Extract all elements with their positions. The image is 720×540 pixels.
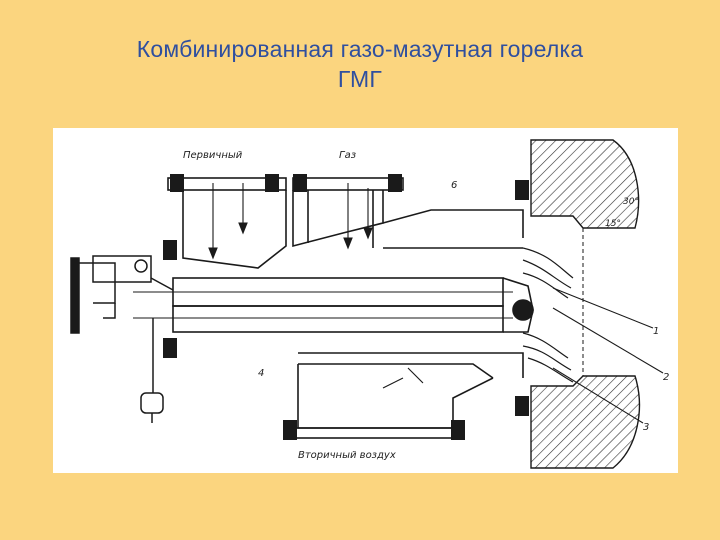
flange-bolts bbox=[163, 174, 529, 440]
label-primary: Первичный bbox=[183, 150, 243, 161]
label-angle-15: 15° bbox=[605, 219, 621, 229]
callout-4: 4 bbox=[258, 368, 264, 379]
slide-title: Комбинированная газо-мазутная горелка ГМ… bbox=[0, 34, 720, 94]
callout-2: 2 bbox=[663, 372, 669, 383]
secondary-air-register bbox=[287, 209, 524, 439]
slide-title-line1: Комбинированная газо-мазутная горелка bbox=[136, 36, 584, 62]
label-angle-30: 30° bbox=[623, 197, 639, 207]
callout-6: 6 bbox=[451, 180, 457, 191]
label-gas: Газ bbox=[339, 150, 356, 161]
burner-drawing-panel: Первичный Газ Вторичный воздух 30° 15° 1… bbox=[53, 128, 678, 473]
swirl-vanes bbox=[522, 247, 574, 383]
burner-drawing: Первичный Газ Вторичный воздух 30° 15° 1… bbox=[70, 139, 669, 469]
callout-3: 3 bbox=[643, 422, 649, 433]
callout-1: 1 bbox=[653, 326, 659, 337]
slide-title-line2: ГМГ bbox=[337, 66, 383, 92]
furnace-wall bbox=[530, 139, 641, 469]
label-secondary-air: Вторичный воздух bbox=[298, 450, 396, 461]
oil-lance bbox=[133, 277, 534, 333]
flow-arrows bbox=[208, 183, 664, 424]
control-handle bbox=[70, 255, 174, 423]
